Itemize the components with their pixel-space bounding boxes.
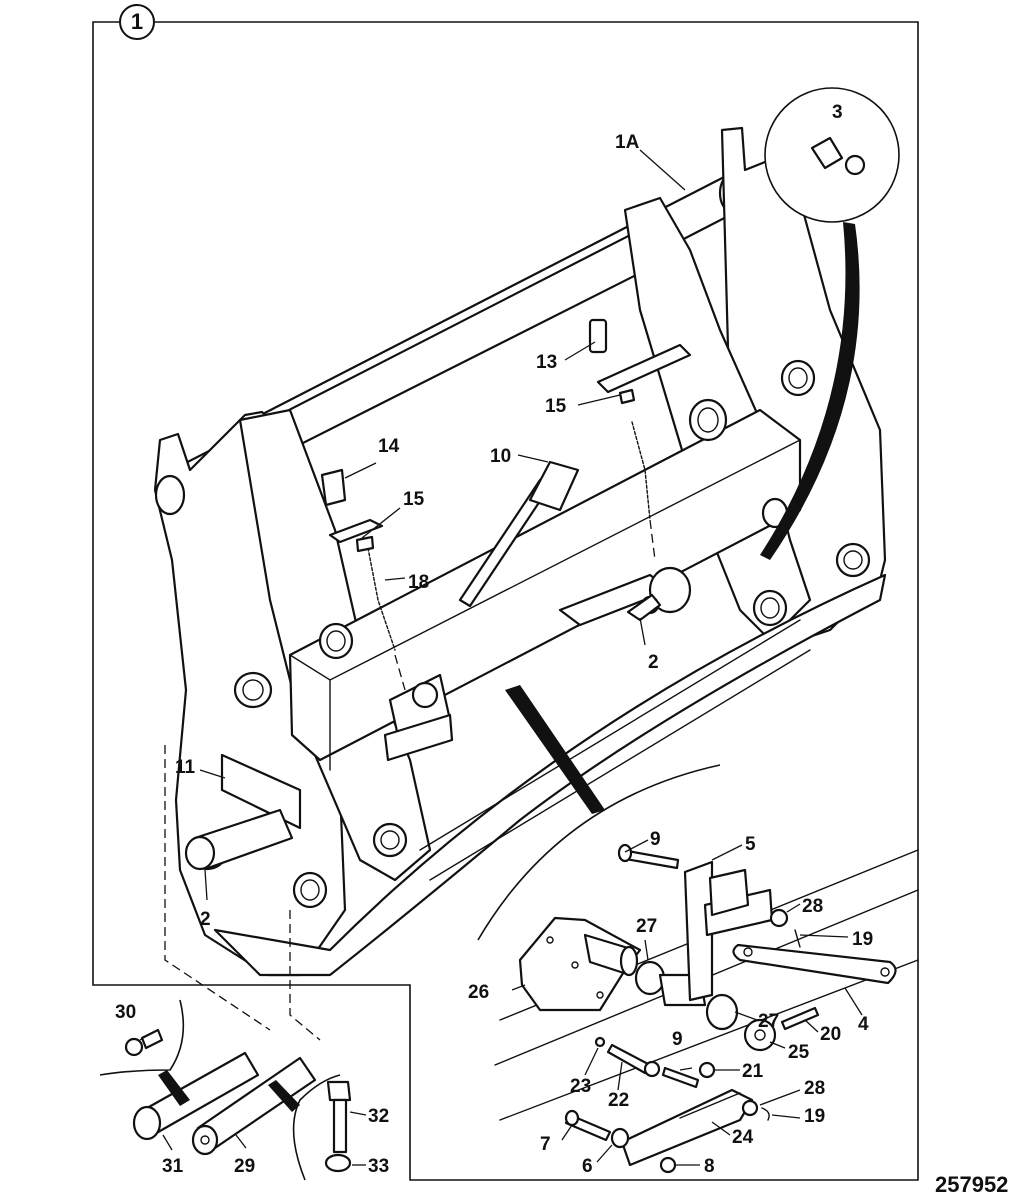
callout-15-right: 15 xyxy=(545,396,567,417)
callout-32: 32 xyxy=(368,1106,389,1127)
grease-nipple-detail xyxy=(760,87,900,560)
callout-15-left: 15 xyxy=(403,489,425,510)
callout-6: 6 xyxy=(582,1156,593,1177)
callout-7: 7 xyxy=(540,1134,551,1155)
callout-29: 29 xyxy=(234,1156,255,1177)
assembly-frame xyxy=(92,21,919,1181)
callout-14: 14 xyxy=(378,436,400,457)
callout-30: 30 xyxy=(115,1002,136,1023)
callout-5: 5 xyxy=(745,834,756,855)
callout-13: 13 xyxy=(536,352,557,373)
callout-2-left: 2 xyxy=(200,909,211,930)
pivot-pin-left xyxy=(184,808,294,871)
callout-18: 18 xyxy=(408,572,429,593)
locking-mechanism-detail xyxy=(477,685,919,1174)
callout-24: 24 xyxy=(732,1127,754,1148)
callout-28-bottom: 28 xyxy=(804,1078,825,1099)
callout-10: 10 xyxy=(490,446,511,467)
callout-27-left: 27 xyxy=(636,916,657,937)
callout-21: 21 xyxy=(742,1061,764,1082)
callout-25: 25 xyxy=(788,1042,810,1063)
callout-labels: 1A 3 13 15 14 15 10 18 2 11 2 5 9 28 19 … xyxy=(115,102,1008,1197)
callout-26: 26 xyxy=(468,982,489,1003)
callout-11: 11 xyxy=(175,757,196,778)
callout-9-top: 9 xyxy=(650,829,661,850)
callout-8: 8 xyxy=(704,1156,715,1177)
callout-3: 3 xyxy=(832,102,843,123)
pivot-pins-detail xyxy=(99,745,352,1181)
callout-1a: 1A xyxy=(615,132,640,153)
callout-31: 31 xyxy=(162,1156,184,1177)
figure-number: 257952 xyxy=(935,1172,1008,1197)
callout-2-right: 2 xyxy=(648,652,659,673)
callout-22: 22 xyxy=(608,1090,629,1111)
callout-28-top: 28 xyxy=(802,896,823,917)
assembly-number-badge: 1 xyxy=(119,4,155,40)
callout-20: 20 xyxy=(820,1024,841,1045)
assembly-number: 1 xyxy=(131,9,143,34)
callout-4: 4 xyxy=(858,1014,869,1035)
callout-9-bottom: 9 xyxy=(672,1029,683,1050)
callout-23: 23 xyxy=(570,1076,591,1097)
callout-19-top: 19 xyxy=(852,929,873,950)
quick-hitch-carriage xyxy=(153,126,887,977)
callout-33: 33 xyxy=(368,1156,389,1177)
callout-leaders xyxy=(139,149,863,1166)
callout-19-bottom: 19 xyxy=(804,1106,825,1127)
callout-27-right: 27 xyxy=(758,1011,779,1032)
